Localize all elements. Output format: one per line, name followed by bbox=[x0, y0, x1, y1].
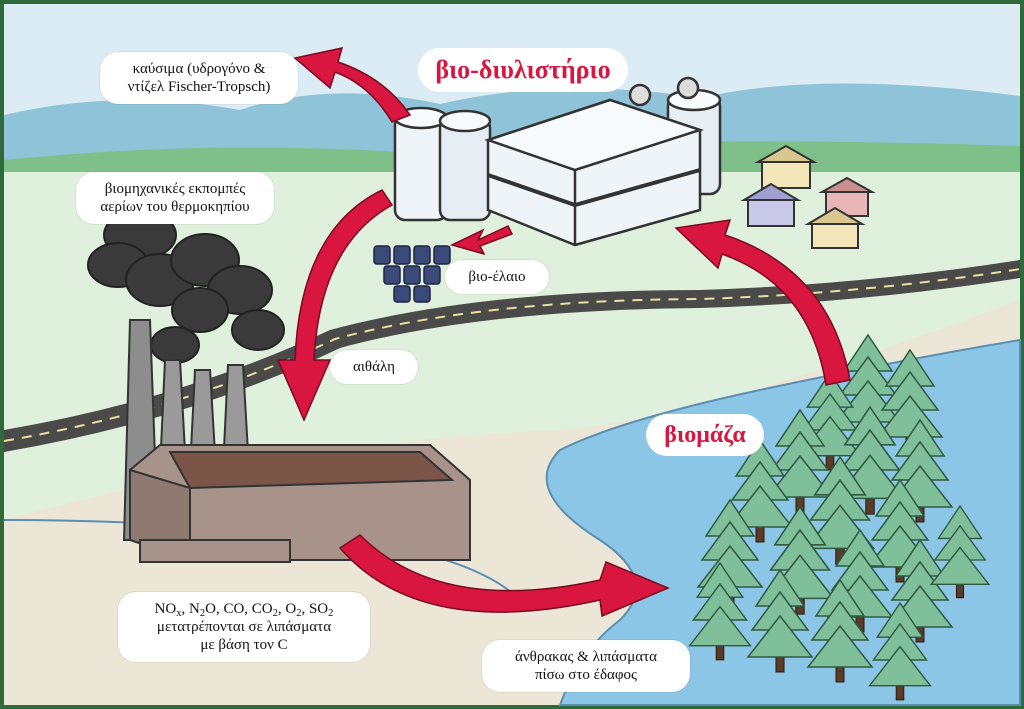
arrow-to-bio-oil bbox=[449, 225, 514, 256]
pine-tree-icon bbox=[834, 333, 902, 438]
charcoal-label: άνθρακας & λιπάσματα πίσω στο έδαφος bbox=[482, 640, 690, 692]
forest bbox=[688, 333, 991, 701]
pine-tree-icon bbox=[876, 348, 944, 453]
arrow-to-biomass bbox=[338, 534, 670, 618]
bio-oil-label: βιο-έλαιο bbox=[445, 260, 549, 294]
charcoal-label-line2: πίσω στο έδαφος bbox=[534, 667, 637, 683]
pine-tree-icon bbox=[726, 438, 794, 543]
road bbox=[4, 260, 1020, 452]
factory-smokestack-icon bbox=[87, 210, 471, 563]
barrels-icon bbox=[373, 245, 451, 303]
houses-icon bbox=[740, 144, 876, 249]
pine-tree-icon bbox=[929, 504, 991, 599]
gases-label-line2: μετατρέπονται σε λιπάσματα bbox=[156, 619, 332, 635]
road-center-line bbox=[3, 268, 1021, 442]
cycle-arrows bbox=[276, 47, 851, 618]
fuels-label: καύσιμα (υδρογόνο & ντίζελ Fischer-Trops… bbox=[100, 52, 298, 104]
arrow-to-factory bbox=[276, 189, 394, 422]
gases-label-line3: με βάση τον C bbox=[200, 637, 288, 653]
arrow-to-fuels bbox=[293, 47, 412, 123]
pine-tree-icon bbox=[806, 578, 874, 683]
biomass-title: βιομάζα bbox=[646, 414, 764, 456]
pine-tree-icon bbox=[746, 568, 814, 673]
fuels-label-line1: καύσιμα (υδρογόνο & bbox=[132, 61, 266, 77]
fuels-label-line2: ντίζελ Fischer-Tropsch) bbox=[127, 79, 271, 95]
charcoal-label-line1: άνθρακας & λιπάσματα bbox=[515, 649, 657, 665]
gases-label-line1: NOx, N2O, CO, CO2, O2, SO2 bbox=[154, 601, 334, 619]
emissions-label-line2: αερίων του θερμοκηπίου bbox=[100, 199, 250, 215]
gases-label: NOx, N2O, CO, CO2, O2, SO2 μετατρέπονται… bbox=[118, 592, 370, 662]
biorefinery-title: βιο-διυλιστήριο bbox=[418, 48, 628, 92]
biorefinery-tanks-icon bbox=[393, 76, 722, 247]
emissions-label: βιομηχανικές εκπομπές αερίων του θερμοκη… bbox=[76, 172, 274, 224]
pine-tree-icon bbox=[766, 408, 834, 513]
arrow-to-biorefinery bbox=[674, 219, 851, 386]
soot-label: αιθάλη bbox=[330, 350, 418, 384]
emissions-label-line1: βιομηχανικές εκπομπές bbox=[104, 181, 246, 197]
pine-tree-icon bbox=[688, 561, 752, 661]
pine-tree-icon bbox=[868, 601, 932, 701]
